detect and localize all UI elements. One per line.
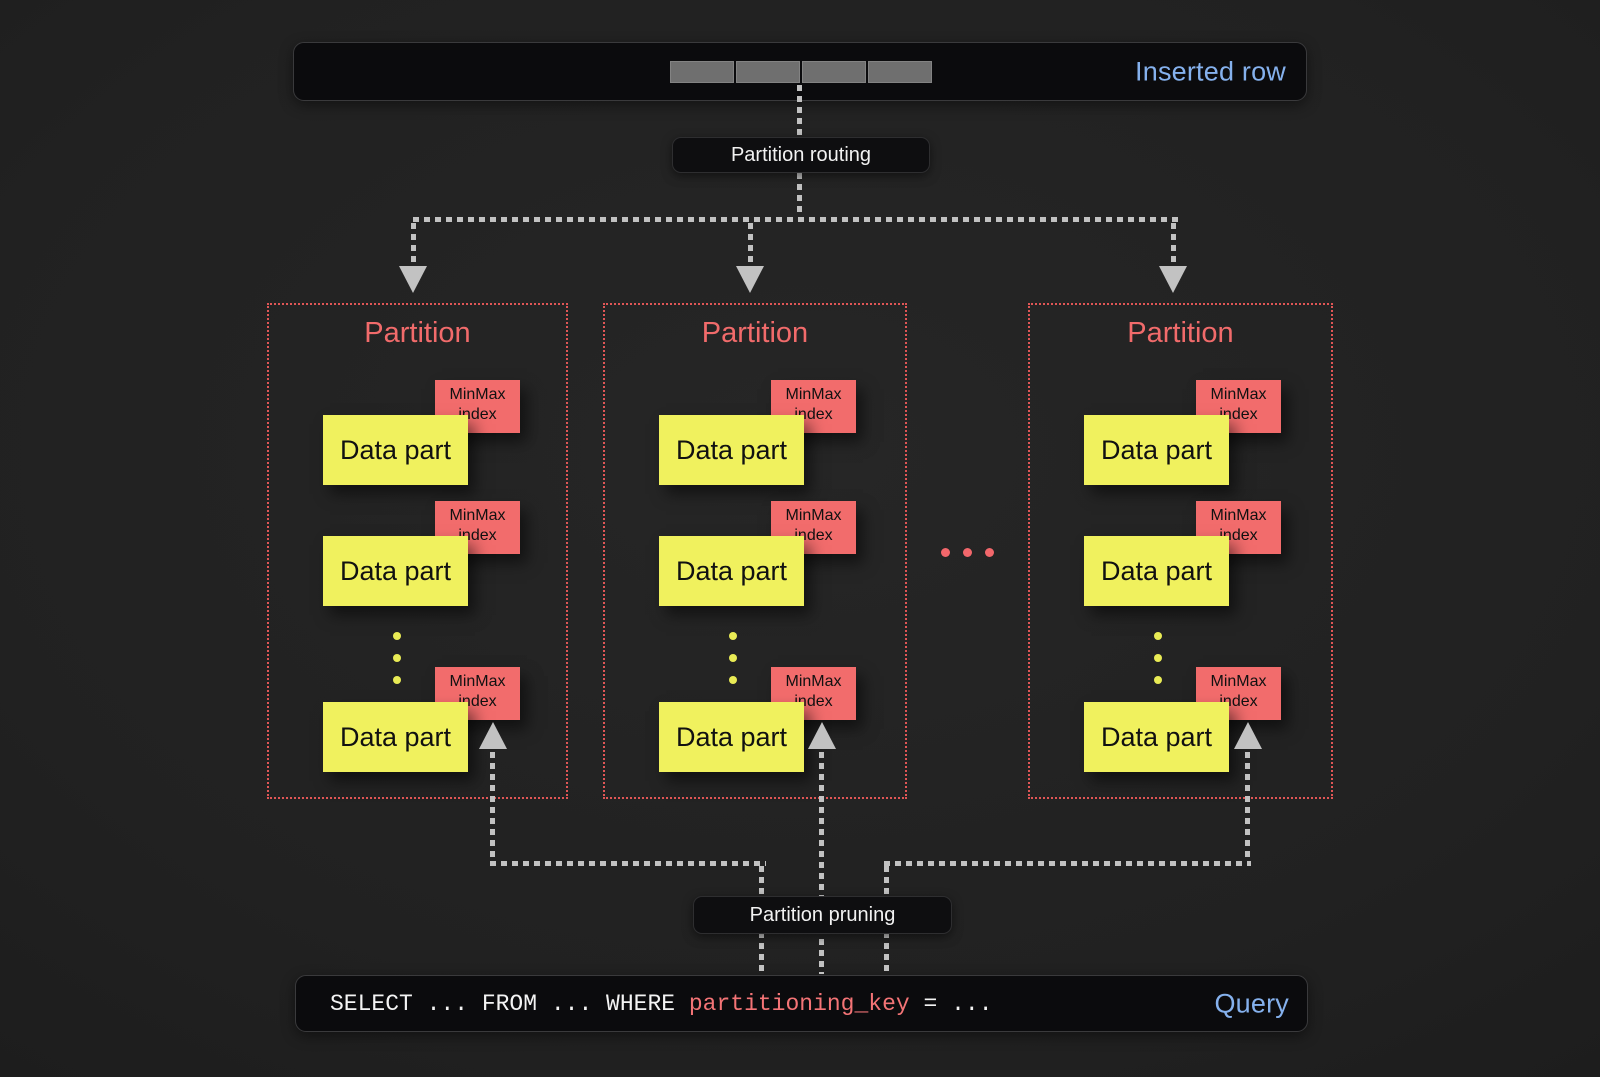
data-part-box: Data part	[659, 536, 804, 606]
ellipsis-dot	[393, 676, 401, 684]
partition-pruning-label: Partition pruning	[693, 896, 952, 934]
query-label: Query	[1214, 988, 1289, 1018]
partition-title: Partition	[364, 317, 471, 349]
partitions-ellipsis	[941, 548, 994, 557]
row-segment-cell	[868, 61, 932, 83]
row-segment-cell	[736, 61, 800, 83]
partition-box: Partition MinMax index Data part MinMax …	[1028, 303, 1333, 799]
routing-drop-line	[1171, 223, 1176, 267]
query-sql: SELECT ... FROM ... WHERE partitioning_k…	[330, 991, 993, 1017]
ellipsis-dot	[729, 632, 737, 640]
inserted-row-label: Inserted row	[1135, 56, 1286, 86]
row-segment-cell	[670, 61, 734, 83]
ellipsis-dot	[1154, 654, 1162, 662]
data-part-box: Data part	[1084, 415, 1229, 485]
pruning-line	[490, 752, 495, 861]
inserted-row-bar: Inserted row	[293, 42, 1307, 101]
data-part-group: MinMax index Data part	[659, 501, 895, 611]
data-part-box: Data part	[323, 536, 468, 606]
data-part-box: Data part	[323, 415, 468, 485]
sql-tail-token: = ...	[909, 990, 993, 1017]
arrow-down-icon	[399, 266, 427, 293]
data-part-group: MinMax index Data part	[323, 667, 559, 777]
ellipsis-dot	[963, 548, 972, 557]
routing-drop-line	[748, 223, 753, 267]
pruning-line	[1245, 752, 1250, 861]
routing-drop-line	[411, 223, 416, 267]
minmax-index-badge: MinMax index	[771, 380, 856, 433]
ellipsis-dot	[941, 548, 950, 557]
data-part-box: Data part	[659, 415, 804, 485]
partition-box: Partition MinMax index Data part MinMax …	[603, 303, 907, 799]
data-part-box: Data part	[1084, 536, 1229, 606]
partitioning-key-token: partitioning_key	[688, 990, 910, 1017]
data-part-group: MinMax index Data part	[1084, 667, 1320, 777]
data-part-group: MinMax index Data part	[1084, 380, 1320, 490]
pruning-branch-line	[490, 861, 766, 866]
ellipsis-dot	[729, 654, 737, 662]
row-segment-cell	[802, 61, 866, 83]
arrow-up-icon	[479, 722, 507, 749]
data-part-group: MinMax index Data part	[659, 380, 895, 490]
data-part-group: MinMax index Data part	[323, 380, 559, 490]
pruning-line	[819, 752, 824, 974]
ellipsis-dot	[393, 654, 401, 662]
query-bar: SELECT ... FROM ... WHERE partitioning_k…	[295, 975, 1308, 1032]
sql-select-token: SELECT ... FROM ... WHERE	[330, 990, 689, 1017]
data-part-box: Data part	[323, 702, 468, 772]
arrow-down-icon	[736, 266, 764, 293]
ellipsis-dot	[1154, 632, 1162, 640]
arrow-up-icon	[808, 722, 836, 749]
pruning-branch-line	[884, 861, 1251, 866]
data-part-box: Data part	[659, 702, 804, 772]
data-part-box: Data part	[1084, 702, 1229, 772]
arrow-down-icon	[1159, 266, 1187, 293]
partition-routing-label: Partition routing	[672, 137, 930, 173]
data-part-group: MinMax index Data part	[659, 667, 895, 777]
data-part-group: MinMax index Data part	[1084, 501, 1320, 611]
ellipsis-dot	[729, 676, 737, 684]
minmax-index-badge: MinMax index	[771, 501, 856, 554]
routing-branch-line	[413, 217, 1179, 222]
data-part-group: MinMax index Data part	[323, 501, 559, 611]
ellipsis-dot	[1154, 676, 1162, 684]
partition-title: Partition	[1127, 317, 1234, 349]
partition-box: Partition MinMax index Data part MinMax …	[267, 303, 568, 799]
ellipsis-dot	[393, 632, 401, 640]
partition-title: Partition	[701, 317, 809, 349]
minmax-index-badge: MinMax index	[1196, 501, 1281, 554]
arrow-up-icon	[1234, 722, 1262, 749]
row-segments	[670, 61, 932, 83]
ellipsis-dot	[985, 548, 994, 557]
